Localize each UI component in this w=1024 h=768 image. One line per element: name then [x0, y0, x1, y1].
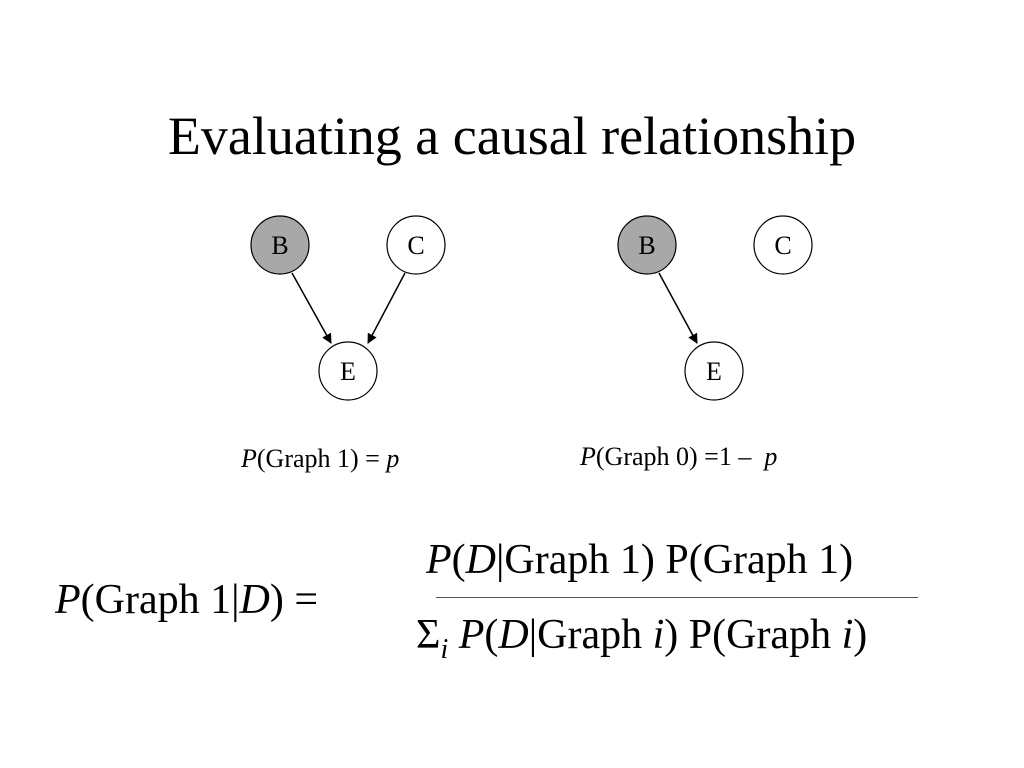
posterior-lhs: P(Graph 1|D) = [55, 576, 318, 624]
prob-value: p [764, 442, 778, 471]
prob-symbol: P [580, 442, 596, 471]
graph-1: B C E [250, 215, 446, 401]
node-b: B [617, 215, 677, 275]
lhs-p: P [55, 577, 81, 623]
prob-text: (Graph 0) =1 – [595, 442, 765, 471]
den-close: ) [853, 612, 868, 658]
num-rest: |Graph 1) P(Graph 1) [496, 537, 854, 583]
node-c-label: C [774, 231, 791, 260]
edge-b-to-e [658, 272, 698, 344]
lhs-open: (Graph 1| [80, 577, 240, 623]
posterior-numerator: P(D|Graph 1) P(Graph 1) [426, 536, 853, 584]
node-c: C [386, 215, 446, 275]
prob-value: p [386, 444, 400, 473]
node-c: C [753, 215, 813, 275]
den-p: P [448, 612, 485, 658]
node-b-label: B [638, 231, 655, 260]
node-b: B [250, 215, 310, 275]
node-e: E [684, 341, 744, 401]
prob-text: (Graph 1) = [256, 444, 387, 473]
node-b-label: B [271, 231, 288, 260]
den-mid2: ) P(Graph [664, 612, 842, 658]
node-e-label: E [340, 357, 356, 386]
prob-symbol: P [241, 444, 257, 473]
den-d: D [498, 612, 529, 658]
edge-b-to-e [291, 272, 332, 344]
sum-index: i [440, 634, 449, 665]
graph-0: B C E [617, 215, 813, 401]
num-p: P [426, 537, 452, 583]
posterior-denominator: Σi P(D|Graph i) P(Graph i) [416, 611, 867, 666]
fraction-bar [436, 597, 918, 598]
num-d: D [465, 537, 496, 583]
sigma-symbol: Σ [416, 612, 441, 658]
slide-title: Evaluating a causal relationship [167, 106, 857, 166]
graph-0-probability: P(Graph 0) =1 – p [580, 442, 777, 472]
num-open: ( [451, 537, 466, 583]
node-e: E [318, 341, 378, 401]
den-mid: |Graph [528, 612, 653, 658]
lhs-close: ) = [269, 577, 319, 623]
graph-1-probability: P(Graph 1) = p [241, 444, 399, 474]
lhs-d: D [239, 577, 270, 623]
node-e-label: E [706, 357, 722, 386]
den-open: ( [484, 612, 499, 658]
edge-c-to-e [367, 272, 406, 344]
den-i2: i [841, 612, 854, 658]
den-i1: i [652, 612, 665, 658]
node-c-label: C [407, 231, 424, 260]
